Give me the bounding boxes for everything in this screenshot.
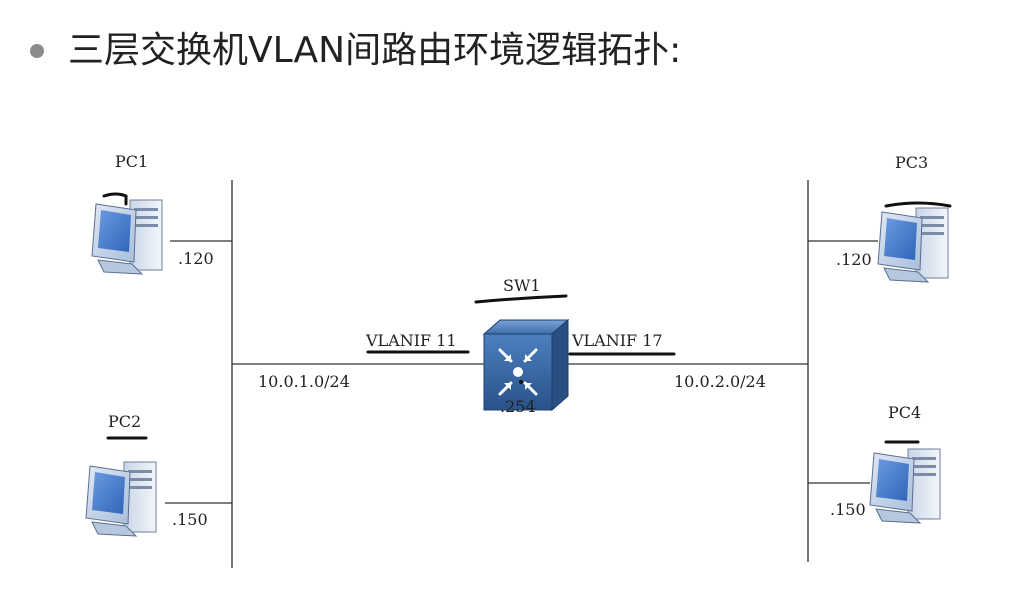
- pc4-ip-label: .150: [830, 500, 866, 519]
- handwritten-underlines: [102, 192, 952, 444]
- pc4-label: PC4: [888, 403, 921, 422]
- pc2-computer-icon[interactable]: [85, 461, 157, 537]
- subnet-right-label: 10.0.2.0/24: [674, 372, 766, 391]
- pc3-label: PC3: [895, 153, 928, 172]
- pc2-label: PC2: [108, 412, 141, 431]
- pc1-label: PC1: [115, 152, 148, 171]
- pc2-ip-label: .150: [172, 510, 208, 529]
- pc1-ip-label: .120: [178, 249, 214, 268]
- vlanif-right-label: VLANIF 17: [571, 331, 663, 350]
- pc1-computer-icon[interactable]: [91, 199, 163, 275]
- subnet-left-label: 10.0.1.0/24: [258, 372, 350, 391]
- pc3-ip-label: .120: [836, 250, 872, 269]
- pc3-computer-icon[interactable]: [877, 207, 949, 283]
- sw1-switch-icon[interactable]: [482, 318, 570, 412]
- slide-title: 三层交换机VLAN间路由环境逻辑拓扑:: [68, 30, 682, 71]
- sw1-label: SW1: [503, 276, 541, 295]
- vlanif-left-label: VLANIF 11: [365, 331, 457, 350]
- bullet-point: [30, 44, 44, 58]
- sw1-ip-label: .254: [500, 397, 536, 416]
- pc4-computer-icon[interactable]: [869, 448, 941, 524]
